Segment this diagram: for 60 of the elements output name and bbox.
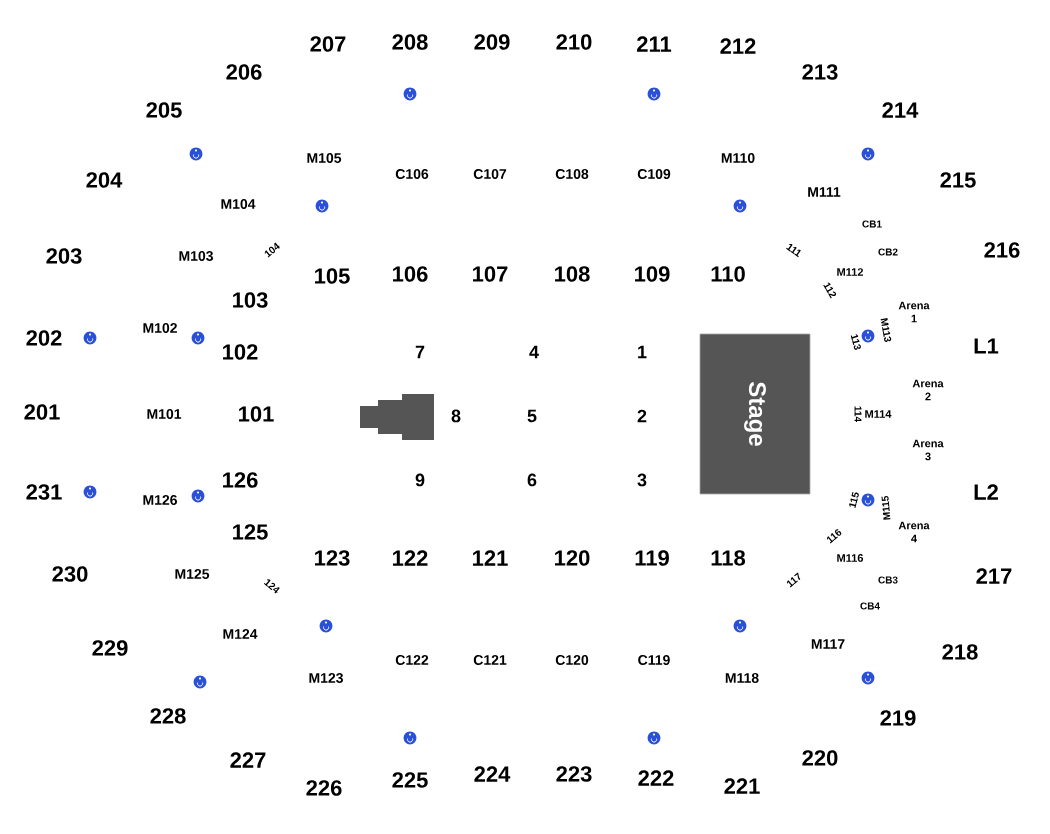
section-label: 203 — [46, 248, 82, 264]
section-label: 213 — [802, 64, 838, 80]
section-label: 220 — [802, 750, 838, 766]
floor-section-label: 6 — [527, 473, 537, 487]
section-label: 231 — [26, 484, 62, 500]
section-label: 123 — [315, 550, 350, 566]
section-label: 122 — [393, 550, 428, 566]
section-label: 224 — [474, 766, 511, 782]
section-label: 221 — [724, 778, 760, 794]
section-label: 106 — [393, 266, 428, 282]
section-label: 226 — [306, 780, 342, 796]
section-label: 118 — [711, 550, 746, 566]
section-label: 107 — [473, 266, 508, 282]
section-label: 212 — [720, 38, 756, 54]
section-label: 229 — [92, 640, 128, 656]
section-label: 223 — [556, 766, 592, 782]
section-label: 110 — [711, 266, 745, 282]
section-label: 207 — [310, 36, 346, 52]
section-label: 109 — [635, 266, 670, 282]
floor-section-label: 5 — [527, 409, 537, 423]
section-label: 126 — [223, 472, 258, 488]
section-label: 228 — [150, 708, 186, 724]
floor-section-label: 3 — [637, 473, 647, 487]
section-label: 102 — [223, 344, 258, 360]
section-label: 216 — [984, 242, 1020, 258]
floor-section-label: 8 — [451, 409, 461, 423]
floor-section-label: 2 — [637, 409, 647, 423]
section-label: 108 — [555, 266, 590, 282]
section-label: L1 — [974, 338, 999, 354]
section-label: 205 — [146, 102, 182, 118]
section-label: 103 — [233, 292, 268, 308]
section-label: 105 — [315, 268, 350, 284]
section-label: 101 — [239, 406, 274, 422]
section-label: L2 — [974, 484, 998, 500]
floor-section-label: 4 — [529, 345, 539, 359]
section-label: 222 — [638, 770, 674, 786]
section-label: 230 — [52, 566, 88, 582]
section-label: 218 — [942, 644, 978, 660]
section-label: 201 — [24, 404, 60, 420]
section-label: 206 — [226, 64, 262, 80]
stage-box: Stage — [699, 333, 811, 495]
floor-section-label: 9 — [415, 473, 425, 487]
floor-section-label: 7 — [415, 345, 425, 359]
section-label: 119 — [635, 550, 669, 566]
section-label: 227 — [230, 752, 266, 768]
section-label: 211 — [637, 36, 672, 52]
section-label: 121 — [473, 550, 508, 566]
section-label: 225 — [392, 772, 428, 788]
section-label: 125 — [233, 524, 268, 540]
floor-section-label: 1 — [638, 345, 647, 359]
section-label: 219 — [880, 710, 916, 726]
section-label: 209 — [474, 34, 510, 50]
section-label: 204 — [86, 172, 123, 188]
section-label: 214 — [882, 102, 919, 118]
section-label: 120 — [555, 550, 590, 566]
section-label: 215 — [940, 172, 976, 188]
section-label: 202 — [26, 330, 62, 346]
section-label: 208 — [392, 34, 428, 50]
section-label: 210 — [556, 34, 592, 50]
section-label: 217 — [976, 568, 1012, 584]
